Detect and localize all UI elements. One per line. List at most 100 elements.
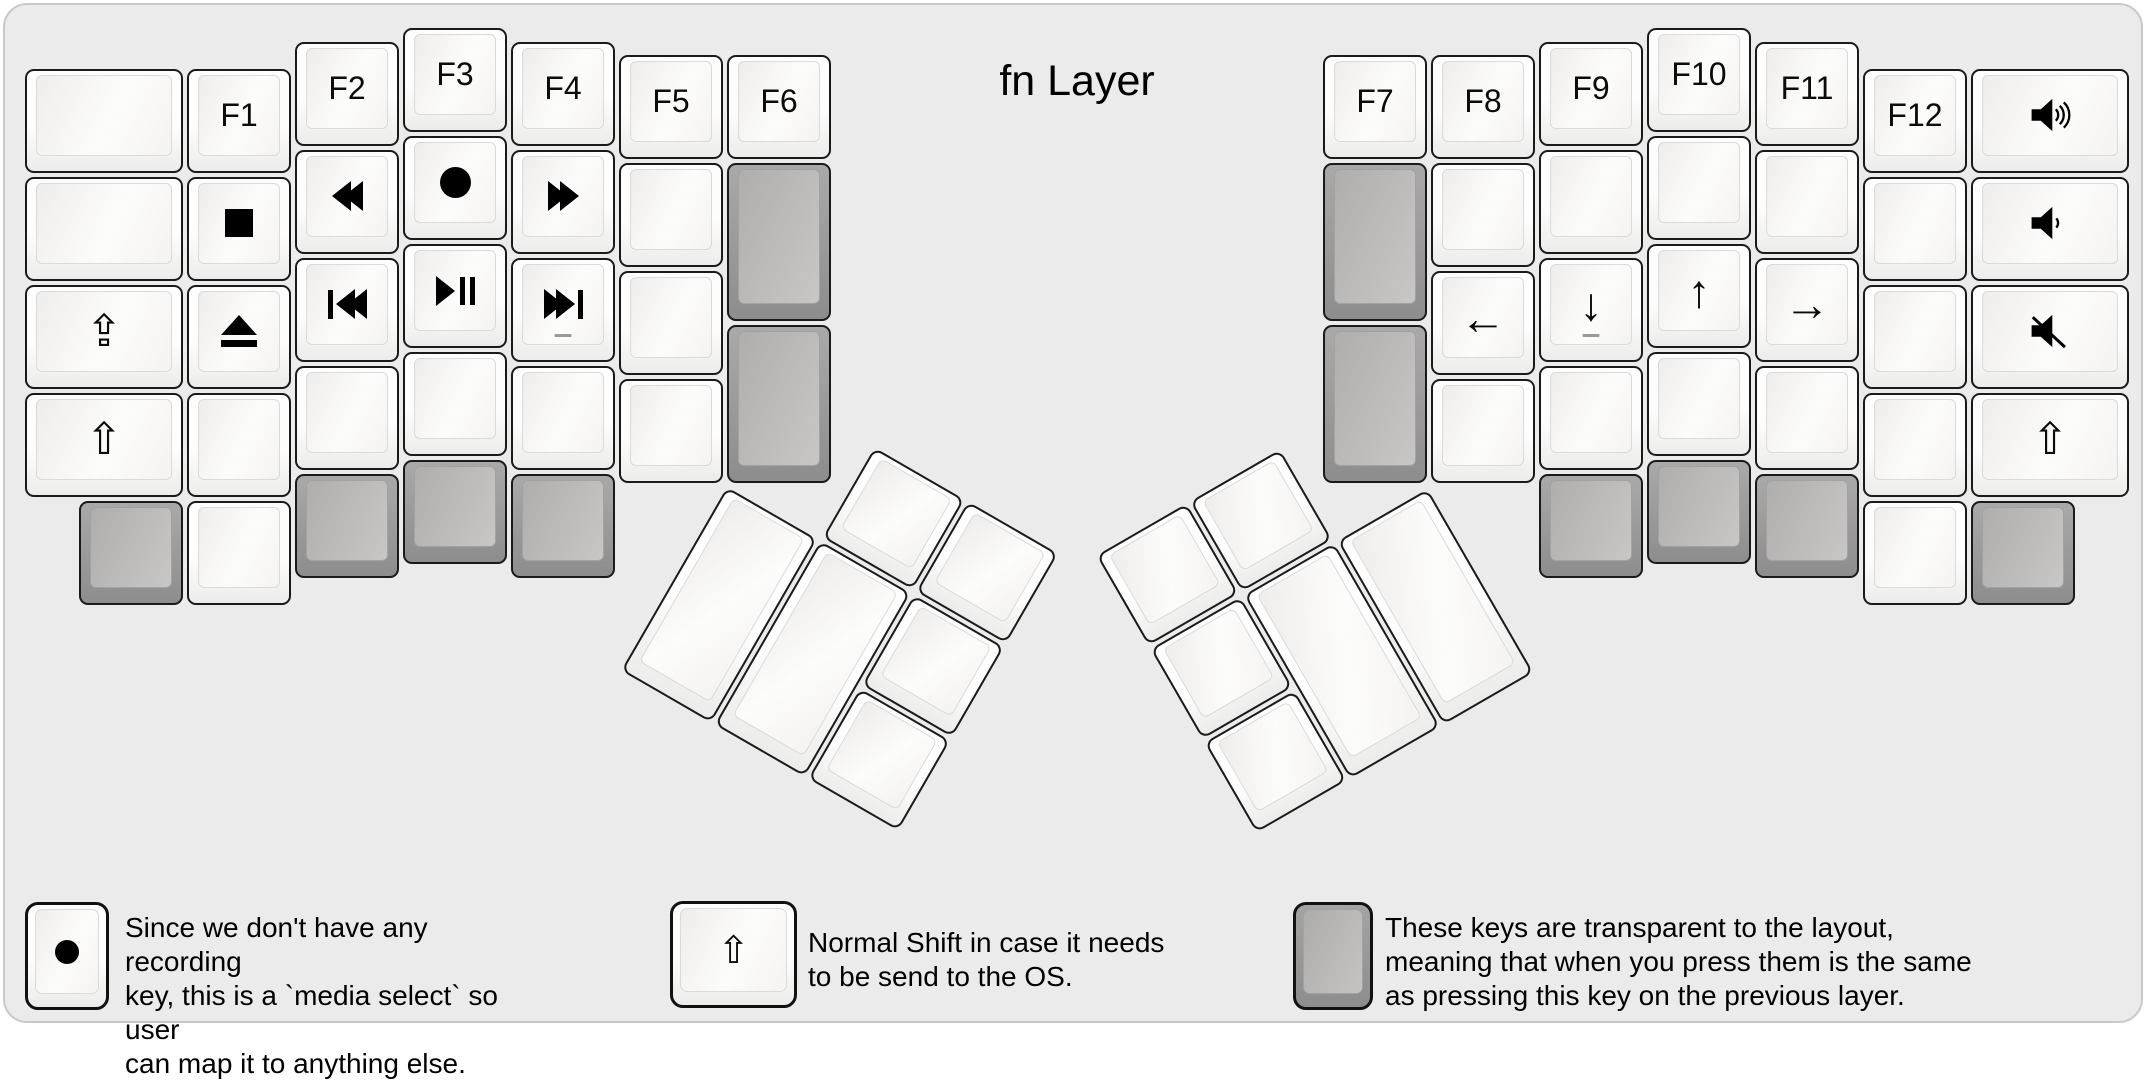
key-f10[interactable]: F10 <box>1647 28 1751 132</box>
key-face <box>1658 358 1740 439</box>
bar <box>577 289 583 319</box>
key-l-bottom-2[interactable] <box>187 500 291 605</box>
key-face <box>1334 331 1416 466</box>
key-arrow-left[interactable]: ← <box>1431 271 1535 375</box>
sub-legend-dash <box>1582 333 1600 337</box>
key-face <box>414 142 496 223</box>
key-f5[interactable]: F5 <box>619 55 723 159</box>
next-icon <box>543 289 583 319</box>
key-l-transparent-2[interactable] <box>727 325 831 483</box>
key-l-blank-f3[interactable] <box>619 271 723 375</box>
key-r-bottom-5[interactable] <box>1971 500 2075 605</box>
transparent-key-icon <box>1293 902 1373 1010</box>
key-label: F10 <box>1671 56 1727 92</box>
key-volume-up[interactable] <box>1971 68 2129 173</box>
key-r-bottom-2[interactable] <box>1647 460 1751 564</box>
key-face: F2 <box>306 47 388 129</box>
key-r-blank-e2[interactable] <box>1539 149 1643 254</box>
voldown-icon <box>2027 203 2073 243</box>
key-face <box>522 263 604 345</box>
key-r-blank-c2[interactable] <box>1755 149 1859 254</box>
key-f3[interactable]: F3 <box>403 28 507 132</box>
key-face: F6 <box>738 61 820 142</box>
key-r-blank-f2[interactable] <box>1431 163 1535 267</box>
key-face <box>630 385 712 466</box>
key-arrow-up[interactable]: ↑ <box>1647 244 1751 348</box>
key-shift-right[interactable]: ⇧ <box>1971 392 2129 497</box>
key-r-bottom-1[interactable] <box>1539 473 1643 578</box>
key-r-blank-b2[interactable] <box>1863 176 1967 281</box>
shift-arrow-icon: ⇧ <box>717 929 750 972</box>
key-label: F1 <box>220 96 258 133</box>
key-eject[interactable] <box>187 284 291 389</box>
key-arrow-down[interactable]: ↓ <box>1539 257 1643 362</box>
key-caps-lock[interactable]: ⇪ <box>25 284 183 389</box>
key-face <box>1442 169 1524 250</box>
key-l-blank-f4[interactable] <box>619 379 723 483</box>
key-r-blank-d4[interactable] <box>1647 352 1751 456</box>
bar <box>327 289 333 319</box>
left-triangle <box>343 181 363 211</box>
stop-square <box>225 209 253 237</box>
key-r-bottom-3[interactable] <box>1755 473 1859 578</box>
key-face: → <box>1766 263 1848 345</box>
key-f1[interactable]: F1 <box>187 68 291 173</box>
key-face <box>198 290 280 372</box>
key-label: ⇪ <box>85 306 123 356</box>
key-l-blank-d4[interactable] <box>403 352 507 456</box>
key-r-transparent-2[interactable] <box>1323 325 1427 483</box>
key-r-blank-d2[interactable] <box>1647 136 1751 240</box>
key-face <box>90 506 172 588</box>
key-r-blank-b3[interactable] <box>1863 284 1967 389</box>
key-r-blank-f4[interactable] <box>1431 379 1535 483</box>
key-l-blank-a2[interactable] <box>25 176 183 281</box>
key-l-bottom-3[interactable] <box>295 473 399 578</box>
key-record[interactable] <box>403 136 507 240</box>
key-l-blank-f2[interactable] <box>619 163 723 267</box>
key-f8[interactable]: F8 <box>1431 55 1535 159</box>
key-l-blank-b4[interactable] <box>187 392 291 497</box>
key-f6[interactable]: F6 <box>727 55 831 159</box>
key-face: F8 <box>1442 61 1524 142</box>
stop-icon <box>225 209 253 237</box>
key-f11[interactable]: F11 <box>1755 41 1859 146</box>
key-face <box>522 479 604 561</box>
key-r-blank-b4[interactable] <box>1863 392 1967 497</box>
key-l-bottom-4[interactable] <box>403 460 507 564</box>
key-play-pause[interactable] <box>403 244 507 348</box>
key-f2[interactable]: F2 <box>295 41 399 146</box>
key-f7[interactable]: F7 <box>1323 55 1427 159</box>
key-l-transparent-1[interactable] <box>727 163 831 321</box>
key-shift-left[interactable]: ⇧ <box>25 392 183 497</box>
key-r-blank-c4[interactable] <box>1755 365 1859 470</box>
key-face: ← <box>1442 277 1524 358</box>
key-l-blank-c4[interactable] <box>295 365 399 470</box>
key-r-blank-e4[interactable] <box>1539 365 1643 470</box>
key-label: F9 <box>1572 69 1610 106</box>
key-r-bottom-4[interactable] <box>1863 500 1967 605</box>
legend-transparent-text: These keys are transparent to the layout… <box>1385 912 1972 1011</box>
key-l-bottom-5[interactable] <box>511 473 615 578</box>
key-f4[interactable]: F4 <box>511 41 615 146</box>
key-face: F3 <box>414 34 496 115</box>
key-l-bottom-1[interactable] <box>79 500 183 605</box>
key-face: F1 <box>198 74 280 156</box>
key-f9[interactable]: F9 <box>1539 41 1643 146</box>
key-volume-down[interactable] <box>1971 176 2129 281</box>
key-r-transparent-1[interactable] <box>1323 163 1427 321</box>
key-mute[interactable] <box>1971 284 2129 389</box>
key-stop[interactable] <box>187 176 291 281</box>
key-face <box>1982 290 2118 372</box>
playpause-icon <box>435 275 475 306</box>
key-rewind[interactable] <box>295 149 399 254</box>
key-prev-track[interactable] <box>295 257 399 362</box>
key-face: ↓ <box>1550 263 1632 345</box>
key-next-track[interactable] <box>511 257 615 362</box>
key-l-blank-a1[interactable] <box>25 68 183 173</box>
key-face <box>1766 479 1848 561</box>
key-l-blank-e4[interactable] <box>511 365 615 470</box>
shift-key-icon-face: ⇧ <box>680 908 787 992</box>
key-fast-forward[interactable] <box>511 149 615 254</box>
key-arrow-right[interactable]: → <box>1755 257 1859 362</box>
key-f12[interactable]: F12 <box>1863 68 1967 173</box>
